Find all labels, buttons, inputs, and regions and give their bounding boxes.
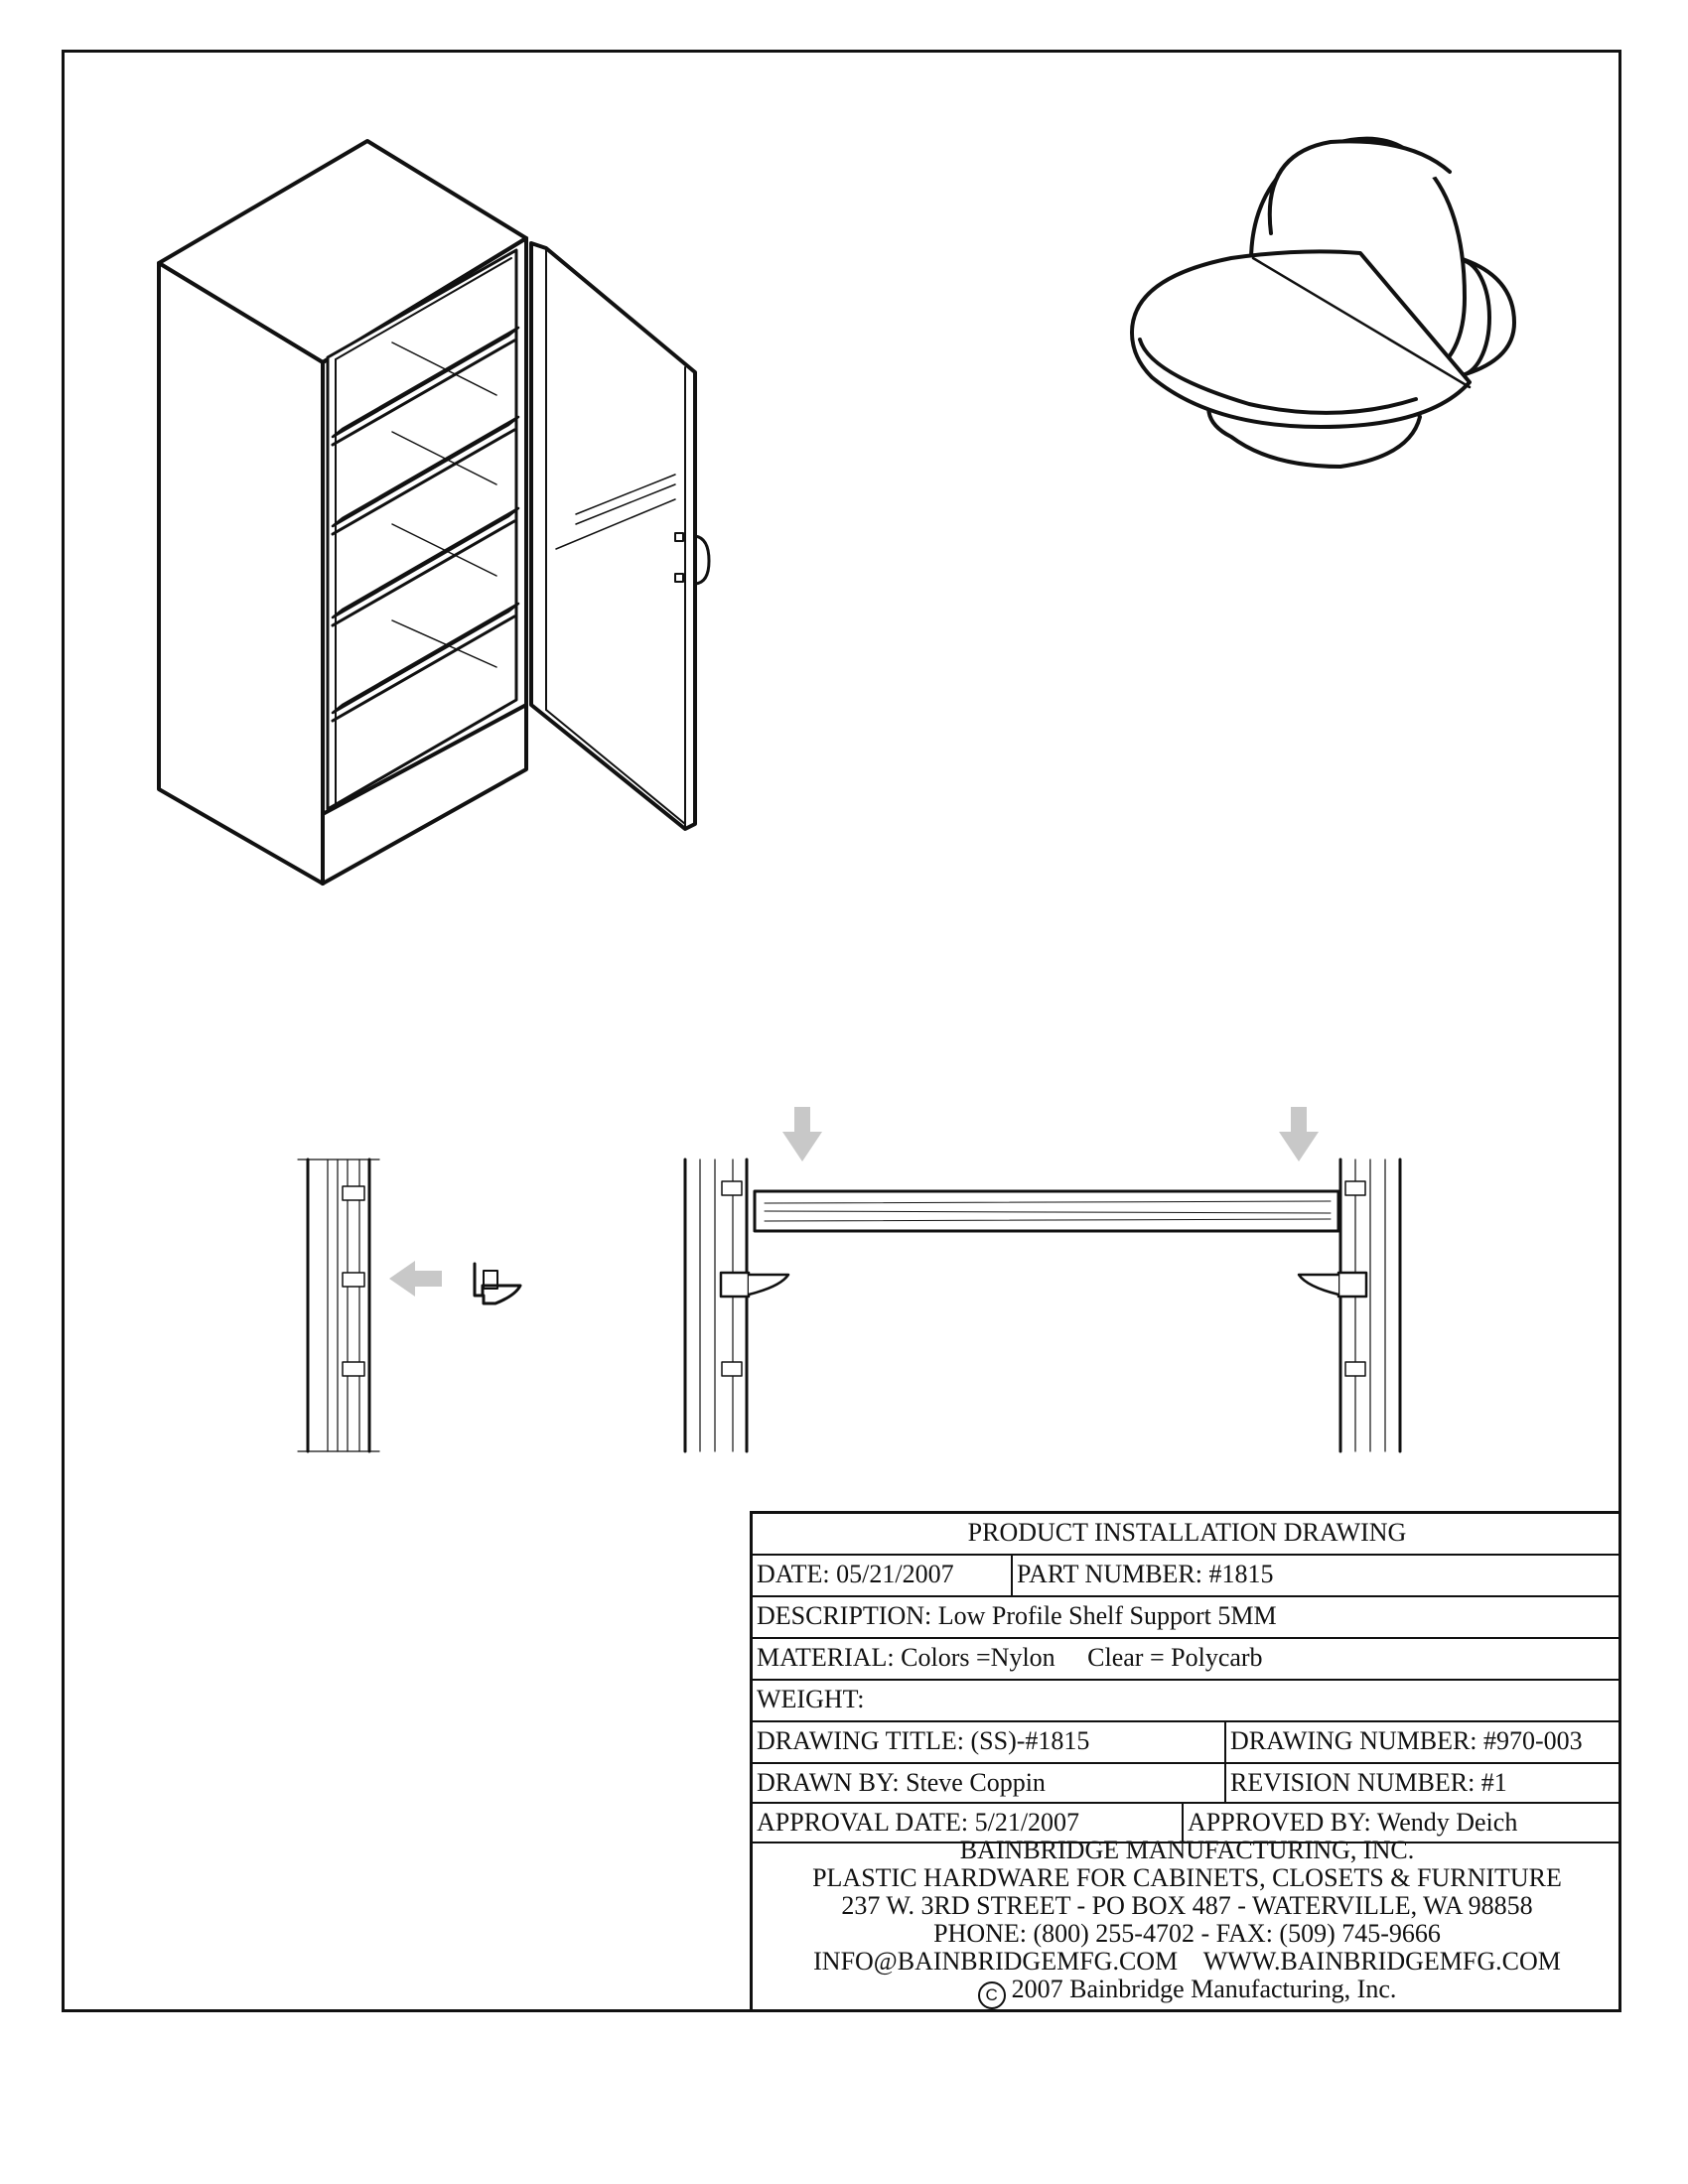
drawing-border bbox=[62, 50, 1621, 2012]
material-field: MATERIAL: Colors =Nylon Clear = Polycarb bbox=[757, 1643, 1263, 1672]
revision-number-field: REVISION NUMBER: #1 bbox=[1224, 1764, 1621, 1802]
drawing-number-field: DRAWING NUMBER: #970-003 bbox=[1224, 1722, 1621, 1762]
company-phone: PHONE: (800) 255-4702 - FAX: (509) 745-9… bbox=[933, 1919, 1441, 1948]
company-name: BAINBRIDGE MANUFACTURING, INC. bbox=[959, 1836, 1415, 1864]
company-tagline: PLASTIC HARDWARE FOR CABINETS, CLOSETS &… bbox=[812, 1863, 1562, 1892]
part-number-field: PART NUMBER: #1815 bbox=[1011, 1556, 1621, 1595]
drawing-type-header: PRODUCT INSTALLATION DRAWING bbox=[967, 1518, 1407, 1547]
side-panel-detail bbox=[297, 1158, 522, 1453]
title-block-row-weight: WEIGHT: bbox=[753, 1681, 1621, 1722]
approval-date-field: APPROVAL DATE: 5/21/2007 bbox=[757, 1808, 1080, 1837]
title-block-row-drawing: DRAWING TITLE: (SS)-#1815 DRAWING NUMBER… bbox=[753, 1722, 1621, 1764]
drawing-title-field: DRAWING TITLE: (SS)-#1815 bbox=[757, 1726, 1090, 1755]
drawn-by-field: DRAWN BY: Steve Coppin bbox=[757, 1768, 1046, 1797]
company-info: BAINBRIDGE MANUFACTURING, INC. PLASTIC H… bbox=[753, 1837, 1621, 2009]
title-block: PRODUCT INSTALLATION DRAWING DATE: 05/21… bbox=[750, 1511, 1621, 2012]
shelf-support-part-illustration bbox=[1130, 136, 1516, 469]
insert-arrow-left bbox=[389, 1261, 442, 1297]
title-block-row-material: MATERIAL: Colors =Nylon Clear = Polycarb bbox=[753, 1639, 1621, 1681]
title-block-row-approval: APPROVAL DATE: 5/21/2007 APPROVED BY: We… bbox=[753, 1804, 1621, 1843]
date-field: DATE: 05/21/2007 bbox=[757, 1560, 954, 1588]
description-field: DESCRIPTION: Low Profile Shelf Support 5… bbox=[757, 1601, 1277, 1630]
title-block-row-date: DATE: 05/21/2007 PART NUMBER: #1815 bbox=[753, 1556, 1621, 1597]
title-block-header-row: PRODUCT INSTALLATION DRAWING bbox=[753, 1514, 1621, 1556]
weight-field: WEIGHT: bbox=[757, 1685, 865, 1713]
shelf-down-arrow-left bbox=[782, 1107, 822, 1161]
company-address: 237 W. 3RD STREET - PO BOX 487 - WATERVI… bbox=[841, 1891, 1533, 1920]
title-block-row-drawn-by: DRAWN BY: Steve Coppin REVISION NUMBER: … bbox=[753, 1764, 1621, 1804]
cabinet-illustration bbox=[157, 139, 711, 886]
company-web: INFO@BAINBRIDGEMFG.COM WWW.BAINBRIDGEMFG… bbox=[813, 1947, 1561, 1976]
shelf-install-detail bbox=[683, 1158, 1402, 1453]
approved-by-field: APPROVED BY: Wendy Deich bbox=[1182, 1804, 1621, 1842]
title-block-row-description: DESCRIPTION: Low Profile Shelf Support 5… bbox=[753, 1597, 1621, 1639]
shelf-down-arrow-right bbox=[1279, 1107, 1319, 1161]
copyright-icon: C bbox=[977, 1981, 1006, 2009]
copyright-text: 2007 Bainbridge Manufacturing, Inc. bbox=[1011, 1975, 1397, 2003]
